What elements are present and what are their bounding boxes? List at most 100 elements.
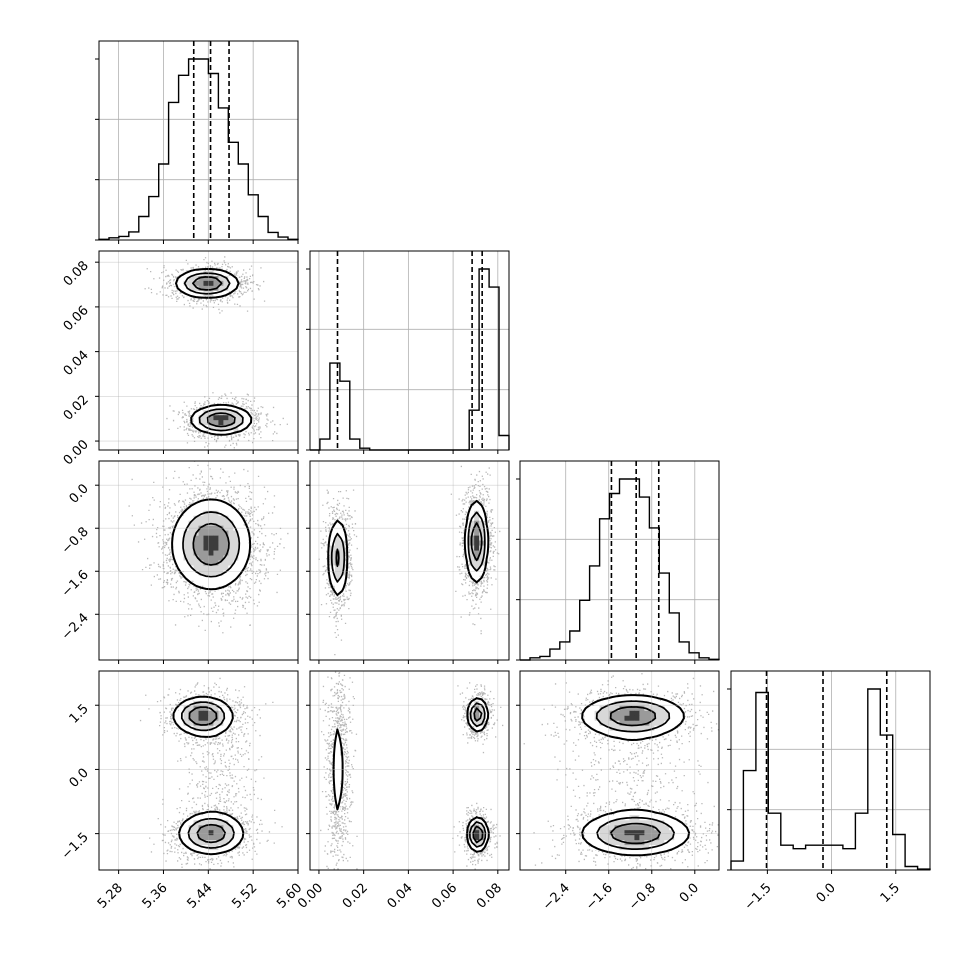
density-cell <box>609 720 615 727</box>
density-cell <box>233 835 239 841</box>
density-cell <box>469 835 475 841</box>
density-cell <box>659 700 665 707</box>
density-cell <box>659 845 665 851</box>
density-cell <box>193 725 199 732</box>
density-cell <box>228 815 234 821</box>
density-cell <box>233 550 239 556</box>
density-cell <box>193 515 199 522</box>
density-cell <box>589 820 596 826</box>
density-cell <box>469 505 475 512</box>
density-cell <box>243 420 249 426</box>
density-cell <box>604 710 610 717</box>
density-cell <box>594 700 601 707</box>
density-cell <box>193 520 199 527</box>
density-cell <box>479 530 485 537</box>
density-cell <box>188 840 194 846</box>
density-cell <box>634 825 640 831</box>
x-tick-label: 5.44 <box>184 881 215 912</box>
density-cell <box>218 425 224 431</box>
density-cell <box>233 540 239 546</box>
density-cell <box>619 710 625 717</box>
hist-panel-1 <box>306 251 510 451</box>
density-cell <box>654 720 660 727</box>
density-cell <box>173 710 180 717</box>
density-cell <box>334 575 341 581</box>
density-cell <box>654 710 660 717</box>
density-cell <box>228 845 234 851</box>
density-cell <box>223 565 229 571</box>
density-cell <box>218 580 224 586</box>
density-cell <box>198 280 204 287</box>
density-cell <box>604 845 610 851</box>
density-cell <box>599 840 605 846</box>
density-cell <box>198 540 204 546</box>
density-cell <box>198 410 204 416</box>
density-cell <box>193 575 199 581</box>
density-cell <box>639 830 645 836</box>
density-cell <box>669 820 675 826</box>
density-cell <box>654 815 660 821</box>
density-cell <box>674 825 680 831</box>
density-cell <box>228 825 234 831</box>
density-cell <box>634 715 640 722</box>
density-cell <box>474 530 480 537</box>
density-cell <box>198 535 204 542</box>
density-cell <box>238 565 244 571</box>
pair-panel-0-3 <box>139 671 283 870</box>
density-cell <box>203 520 209 527</box>
density-cell <box>659 705 665 712</box>
density-cell <box>198 515 204 522</box>
panel-frame <box>519 670 720 871</box>
density-cell <box>614 730 620 737</box>
density-cell <box>223 845 229 851</box>
density-cell <box>208 835 214 841</box>
x-tick-label: −1.6 <box>583 881 616 914</box>
density-cell <box>218 830 224 836</box>
density-cell <box>233 560 239 566</box>
density-cell <box>183 705 189 712</box>
density-cell <box>474 715 480 722</box>
density-cell <box>203 280 209 287</box>
density-cell <box>173 555 180 561</box>
density-cell <box>193 560 199 566</box>
density-cell <box>243 535 249 542</box>
density-cell <box>238 415 244 421</box>
density-cell <box>339 535 346 542</box>
density-cell <box>183 285 189 292</box>
density-cell <box>228 420 234 426</box>
density-cell <box>183 825 189 831</box>
density-cell <box>654 825 660 831</box>
density-cell <box>629 735 635 742</box>
density-cell <box>193 570 199 576</box>
density-cell <box>609 840 615 846</box>
density-cell <box>664 830 670 836</box>
density-cell <box>243 555 249 561</box>
density-cell <box>334 780 341 786</box>
density-cell <box>188 720 194 727</box>
density-cell <box>599 700 605 707</box>
density-cell <box>203 705 209 712</box>
density-cell <box>193 815 199 821</box>
density-cell <box>644 725 650 732</box>
contour-line <box>175 268 253 436</box>
density-cell <box>674 720 680 727</box>
density-cell <box>193 695 199 702</box>
contour-line <box>472 707 484 844</box>
density-cell <box>634 720 640 727</box>
density-cell <box>644 700 650 707</box>
density-cell <box>208 545 214 551</box>
density-cell <box>188 545 194 551</box>
density-cell <box>484 535 490 542</box>
density-cell <box>178 550 184 556</box>
density-cell <box>213 505 219 512</box>
density-cell <box>609 815 615 821</box>
density-cell <box>198 545 204 551</box>
density-cell <box>679 830 685 836</box>
x-tick-label: 5.36 <box>140 881 171 912</box>
panel-frame <box>730 670 931 871</box>
density-cell <box>203 820 209 826</box>
panel-frame <box>309 460 510 661</box>
density-cell <box>233 510 239 517</box>
density-cell <box>614 850 620 856</box>
density-cell <box>188 830 194 836</box>
